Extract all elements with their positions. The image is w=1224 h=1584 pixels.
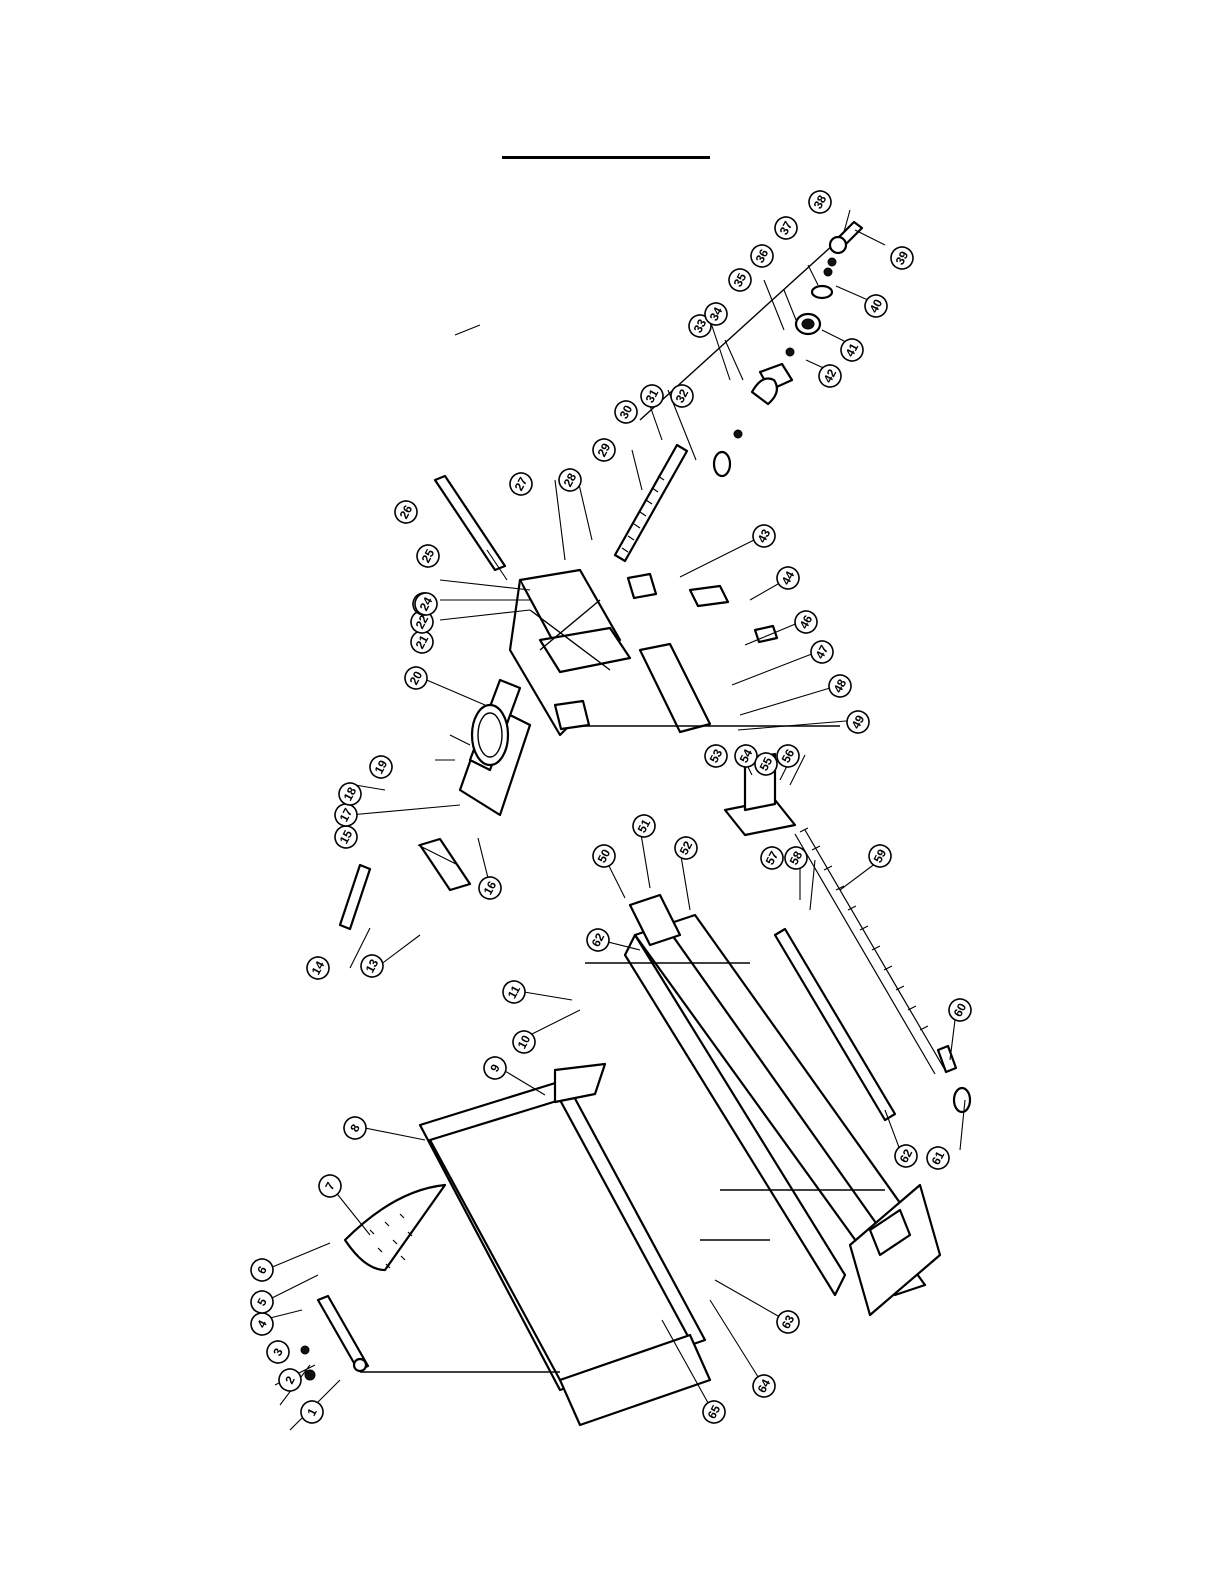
callout-31: 31 [637,381,667,411]
callout-19: 19 [366,752,396,782]
callout-65: 65 [699,1397,729,1427]
callout-6: 6 [247,1255,277,1285]
callout-37: 37 [771,213,801,243]
callout-25: 25 [413,541,443,571]
callout-32: 32 [667,381,697,411]
callout-48: 48 [825,671,855,701]
callout-1: 1 [297,1397,327,1427]
callout-35: 35 [725,265,755,295]
callout-40: 40 [861,291,891,321]
callout-60: 60 [945,995,975,1025]
callout-62: 62 [891,1141,921,1171]
callout-50: 50 [589,841,619,871]
callout-2: 2 [275,1365,305,1395]
gearbox [340,680,530,929]
callout-36: 36 [747,241,777,271]
callout-53: 53 [701,741,731,771]
callout-11: 11 [499,977,529,1007]
callout-62: 62 [583,925,613,955]
callout-49: 49 [843,707,873,737]
callout-56: 56 [773,741,803,771]
callout-61: 61 [923,1143,953,1173]
callout-43: 43 [749,521,779,551]
callout-47: 47 [807,637,837,667]
callout-58: 58 [781,843,811,873]
callout-16: 16 [475,873,505,903]
callout-9: 9 [480,1053,510,1083]
callout-30: 30 [611,397,641,427]
callout-14: 14 [303,953,333,983]
callout-10: 10 [509,1027,539,1057]
callout-27: 27 [506,469,536,499]
callout-3: 3 [263,1337,293,1367]
callout-51: 51 [629,811,659,841]
callout-63: 63 [773,1307,803,1337]
callout-52: 52 [671,833,701,863]
callout-7: 7 [315,1171,345,1201]
callout-5: 5 [247,1287,277,1317]
callout-8: 8 [340,1113,370,1143]
tray [420,1064,710,1425]
callout-20: 20 [401,663,431,693]
callout-18: 18 [335,779,365,809]
callout-38: 38 [805,187,835,217]
callout-59: 59 [865,841,895,871]
callout-57: 57 [757,843,787,873]
perforated-guard [345,1185,445,1270]
callout-46: 46 [791,607,821,637]
callout-44: 44 [773,563,803,593]
callout-64: 64 [749,1371,779,1401]
callout-26: 26 [391,497,421,527]
callout-29: 29 [589,435,619,465]
callout-39: 39 [887,243,917,273]
callout-13: 13 [357,951,387,981]
